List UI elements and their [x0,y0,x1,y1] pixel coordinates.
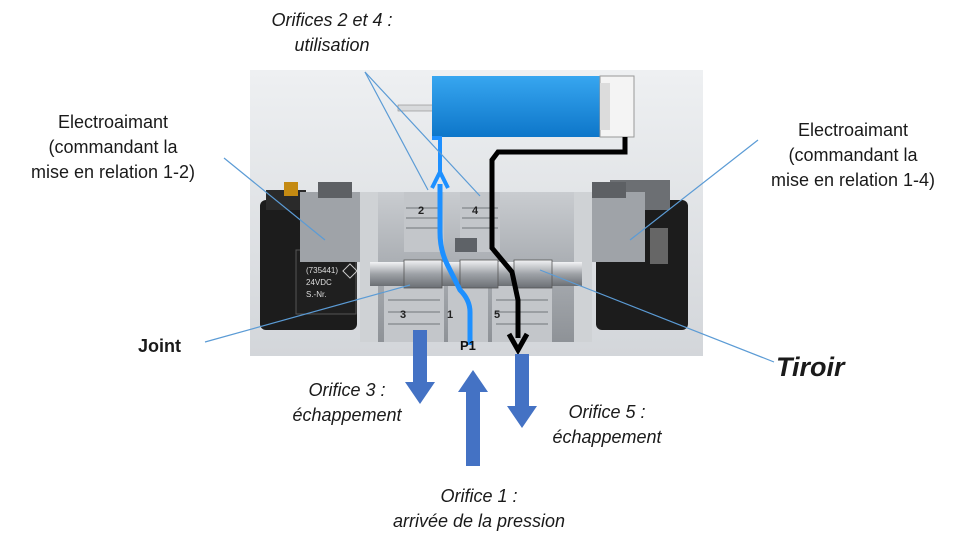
orifice-1-line-2: arrivée de la pression [392,511,566,531]
port-2-label: 2 [418,205,424,217]
electroaimant-left-label: Electroaimant (commandant la mise en rel… [0,110,226,185]
leader-lines [204,71,775,363]
flow-path-blue-top [432,136,442,172]
tiroir-text: Tiroir [776,352,845,382]
tiroir-label: Tiroir [776,350,845,384]
port-3-label: 3 [400,309,406,321]
electro-right-line-1: Electroaimant [797,120,909,140]
flow-path-blue [437,184,473,345]
orifice-5-line-1: Orifice 5 : [568,402,646,422]
port-5-label: 5 [494,309,500,321]
electro-right-line-3: mise en relation 1-4) [770,170,936,190]
port-1-label: 1 [447,309,453,321]
valve-body: 2 4 3 1 5 [360,192,592,342]
flow-arrow-down-black [506,332,530,356]
arrow-orifice-1 [458,370,488,466]
orifices-2-4-label: Orifices 2 et 4 : utilisation [232,8,432,58]
orifice-1-label: Orifice 1 : arrivée de la pression [366,484,592,534]
plate-line-2: 24VDC [306,278,332,287]
electroaimant-right-label: Electroaimant (commandant la mise en rel… [740,118,966,193]
orifice-5-line-2: échappement [552,427,662,447]
cylinder [397,75,635,138]
port-4-label: 4 [472,205,479,217]
orifice-5-label: Orifice 5 : échappement [522,400,692,450]
electro-left-line-1: Electroaimant [57,112,169,132]
electro-right-line-2: (commandant la [788,145,918,165]
electro-left-line-2: (commandant la [48,137,178,157]
plate-line-1: (735441) [306,266,338,275]
arrow-orifice-3 [405,330,435,404]
orifice-1-line-1: Orifice 1 : [440,486,518,506]
joint-text: Joint [138,336,181,356]
plate-line-3: S.-Nr. [306,290,326,299]
cylinder-body [432,76,602,137]
orifices-2-4-line-2: utilisation [294,35,370,55]
orifices-2-4-line-1: Orifices 2 et 4 : [271,10,393,30]
p1-label: P1 [460,338,476,353]
end-cap-left [300,192,370,262]
electro-left-line-3: mise en relation 1-2) [30,162,196,182]
orifice-3-line-1: Orifice 3 : [308,380,386,400]
arrow-orifice-5 [507,354,537,428]
flow-path-black [489,137,628,338]
orifice-3-line-2: échappement [292,405,402,425]
joint-label: Joint [138,334,181,359]
orifice-3-label: Orifice 3 : échappement [262,378,432,428]
